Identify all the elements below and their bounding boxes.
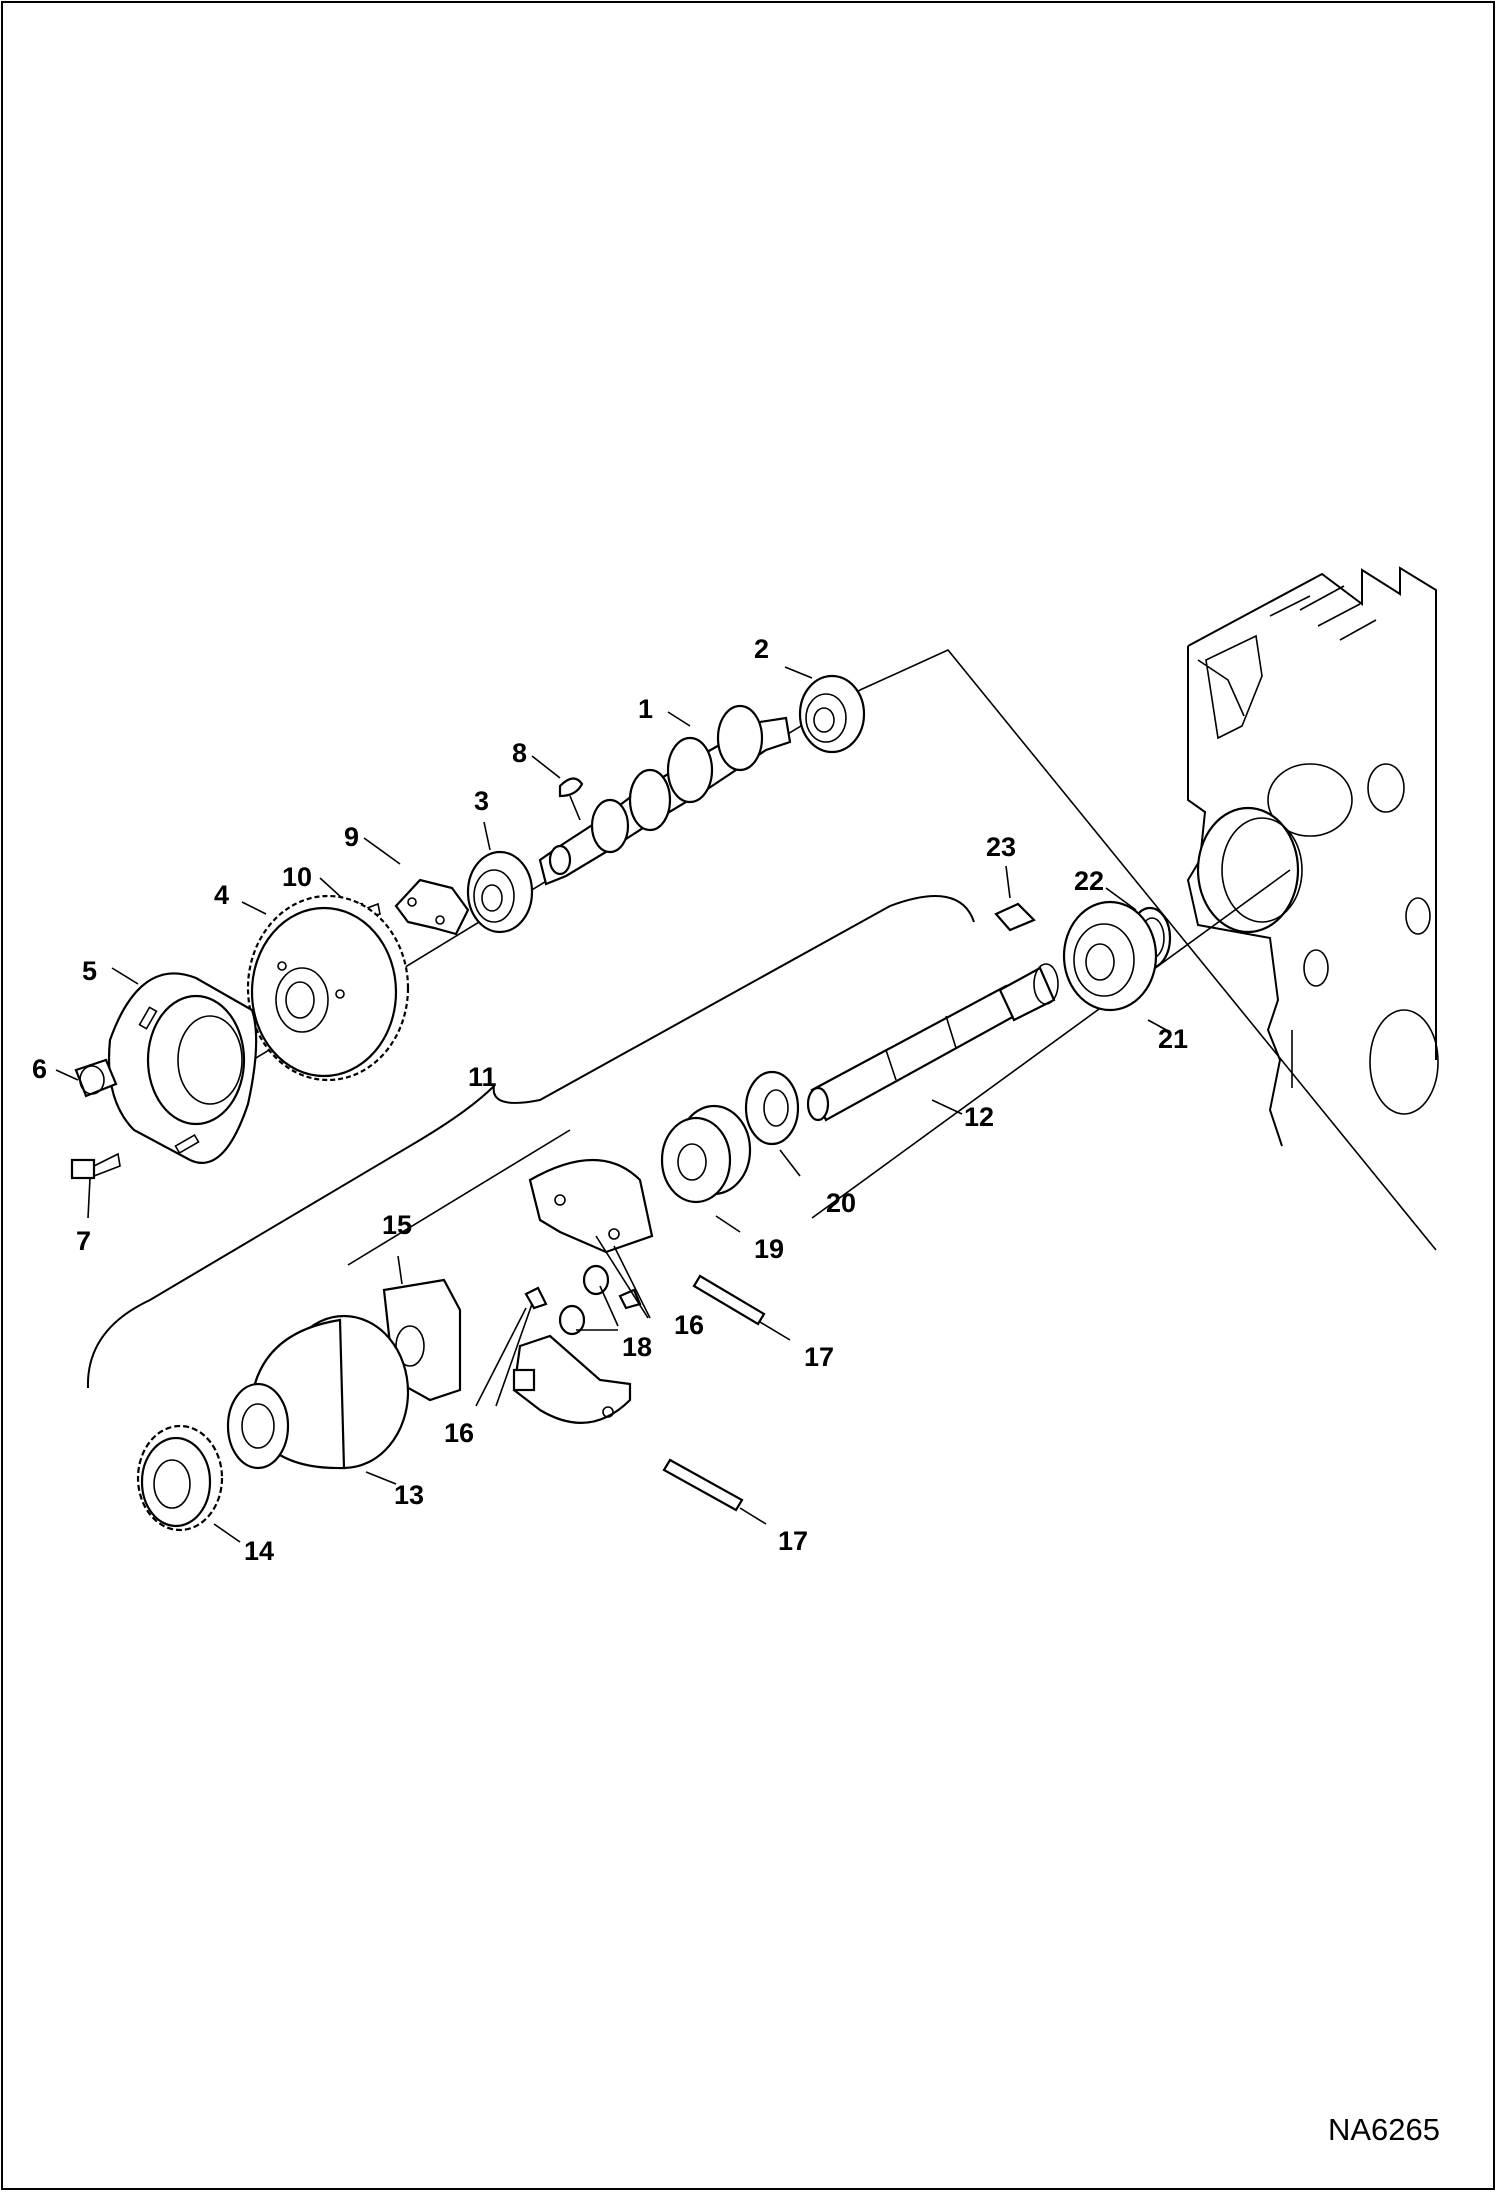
callout-16-lower: 16 [444,1418,474,1448]
callout-15: 15 [382,1210,412,1240]
callout-19: 19 [754,1234,784,1264]
callout-7: 7 [76,1226,91,1256]
governor-axis-line [347,1129,571,1266]
leader-8-shaft [569,795,581,821]
housing-5 [107,972,258,1165]
set-screw-23 [994,902,1036,932]
callout-5: 5 [82,956,97,986]
pin-17-lower [662,1458,744,1512]
lower-axis-line [811,869,1291,1219]
callout-20: 20 [826,1188,856,1218]
callout-21: 21 [1158,1024,1188,1054]
sprocket-14 [136,1424,224,1532]
bolts-18 [524,1264,642,1336]
callout-14: 14 [244,1536,274,1566]
retainer-hole-a [407,897,417,907]
camshaft-1 [538,704,792,886]
callout-9: 9 [344,822,359,852]
key-8 [558,777,584,798]
weight-16-upper [528,1158,654,1254]
leader-lines [55,666,1171,1543]
callout-10: 10 [282,862,312,892]
shaft-12 [806,963,1059,1122]
pin-17-upper [692,1274,766,1326]
bearing-21 [1062,900,1158,1012]
bolt-7 [70,1152,121,1180]
engine-block [1186,566,1439,1147]
washer-20 [744,1070,800,1146]
callout-4: 4 [214,880,229,910]
callout-17-lower: 17 [778,1526,808,1556]
callout-labels: 1 2 3 4 5 6 7 8 9 10 11 12 13 14 15 16 1… [32,634,1188,1566]
guide-line-block [859,649,1437,1251]
bearing-2 [798,674,866,754]
weight-16-lower [512,1334,632,1424]
callout-22: 22 [1074,866,1104,896]
bushing-6 [74,1058,118,1098]
gear-4 [246,894,410,1082]
callout-16-upper: 16 [674,1310,704,1340]
callout-6: 6 [32,1054,47,1084]
callout-18: 18 [622,1332,652,1362]
callout-1: 1 [638,694,653,724]
callout-17-upper: 17 [804,1342,834,1372]
figure-id: NA6265 [1327,2112,1440,2147]
callout-12: 12 [964,1102,994,1132]
callout-3: 3 [474,786,489,816]
bearing-3 [466,850,534,934]
callout-13: 13 [394,1480,424,1510]
drum-13 [226,1314,410,1470]
callout-11: 11 [468,1062,497,1092]
callout-8: 8 [512,738,527,768]
retainer-9 [394,878,470,936]
retainer-hole-b [435,915,445,925]
callout-23: 23 [986,832,1016,862]
callout-2: 2 [754,634,769,664]
sleeve-19 [660,1104,752,1204]
group-bracket-11 [86,895,975,1389]
